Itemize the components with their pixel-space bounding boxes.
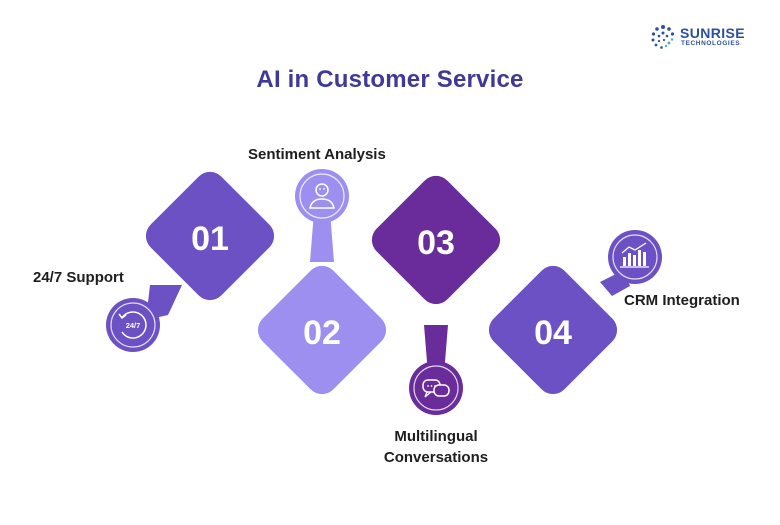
- page-title: AI in Customer Service: [256, 66, 524, 93]
- brand-name: SUNRISE: [680, 25, 746, 41]
- bar-chart-icon: [608, 230, 662, 284]
- connector-02: [310, 212, 334, 262]
- step-01-number: 01: [191, 220, 229, 258]
- brand-tagline: TECHNOLOGIES: [681, 40, 741, 47]
- user-sentiment-icon: [295, 169, 349, 223]
- step-01-label: 24/7 Support: [33, 269, 124, 286]
- step-03-label-line1: Multilingual: [394, 428, 478, 445]
- step-02-diamond: [257, 265, 387, 395]
- chat-bubbles-icon: [409, 361, 463, 415]
- step-03-number: 03: [417, 224, 455, 262]
- step-03-label-line2: Conversations: [383, 449, 489, 466]
- step-04-label: CRM Integration: [624, 292, 740, 309]
- step-01-diamond: [145, 171, 275, 301]
- step-04-number: 04: [534, 314, 572, 352]
- brand-logo: SUNRISE TECHNOLOGIES: [650, 24, 760, 50]
- 24-7-clock-icon: 24/7: [106, 298, 160, 352]
- step-02-number: 02: [303, 314, 341, 352]
- step-02-label: Sentiment Analysis: [248, 146, 386, 163]
- sunrise-logo-icon: [651, 25, 675, 49]
- svg-text:24/7: 24/7: [126, 321, 141, 330]
- step-03-label: Multilingual Conversations: [376, 426, 496, 468]
- step-03-diamond: [371, 175, 501, 305]
- step-04-diamond: [488, 265, 618, 395]
